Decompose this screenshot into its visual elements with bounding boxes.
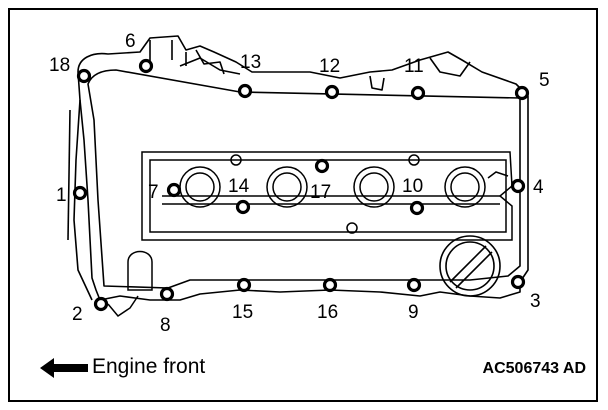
bolt-4-label: 4 [533,177,544,198]
bolt-8-label: 8 [160,315,171,336]
engine-front-caption: Engine front [92,355,206,378]
bolt-6-marker [138,58,154,74]
bolt-16-label: 16 [317,302,338,323]
bolt-15-label: 15 [232,302,253,323]
pcv-hose [107,250,153,317]
bolt-3-label: 3 [530,291,541,312]
bolt-9-label: 9 [408,302,419,323]
bolt-5-label: 5 [539,70,550,91]
figure-frame [8,8,598,402]
bolt-1-marker [72,185,88,201]
bolt-17-label: 17 [310,182,331,203]
bolt-10-label: 10 [402,176,423,197]
oil-filler-cap [439,235,501,297]
bolts [72,58,530,312]
bolt-11-label: 11 [404,56,424,77]
left-arrow-icon [40,358,88,378]
bolt-13-marker [237,83,253,99]
bolt-12-marker [324,84,340,100]
bolt-9-marker [406,277,422,293]
bolt-16-marker [322,277,338,293]
bolt-11-marker [410,85,426,101]
bolt-labels: 1 2 3 4 5 6 7 8 9 10 11 12 13 14 15 16 1… [49,31,550,336]
bolt-2-marker [93,296,109,312]
bolt-5-marker [514,85,530,101]
bolt-2-label: 2 [72,304,83,325]
bolt-8-marker [159,286,175,302]
bolt-7-marker [166,182,182,198]
bolt-14-marker [235,199,251,215]
bolt-3-marker [510,274,526,290]
bolt-7-label: 7 [148,182,159,203]
bolt-13-label: 13 [240,52,261,73]
bolt-10-marker [409,200,425,216]
valve-cover-outline [67,35,529,301]
bolt-6-label: 6 [125,31,136,52]
bolt-14-label: 14 [228,176,250,197]
bolt-18-marker [76,68,92,84]
plug-hole-panel [141,151,513,241]
bolt-17-marker [314,158,330,174]
figure-code: AC506743 AD [482,360,586,377]
bolt-18-label: 18 [49,55,70,76]
bolt-4-marker [510,178,526,194]
bolt-15-marker [236,277,252,293]
bolt-12-label: 12 [319,56,340,77]
bolt-1-label: 1 [56,185,67,206]
